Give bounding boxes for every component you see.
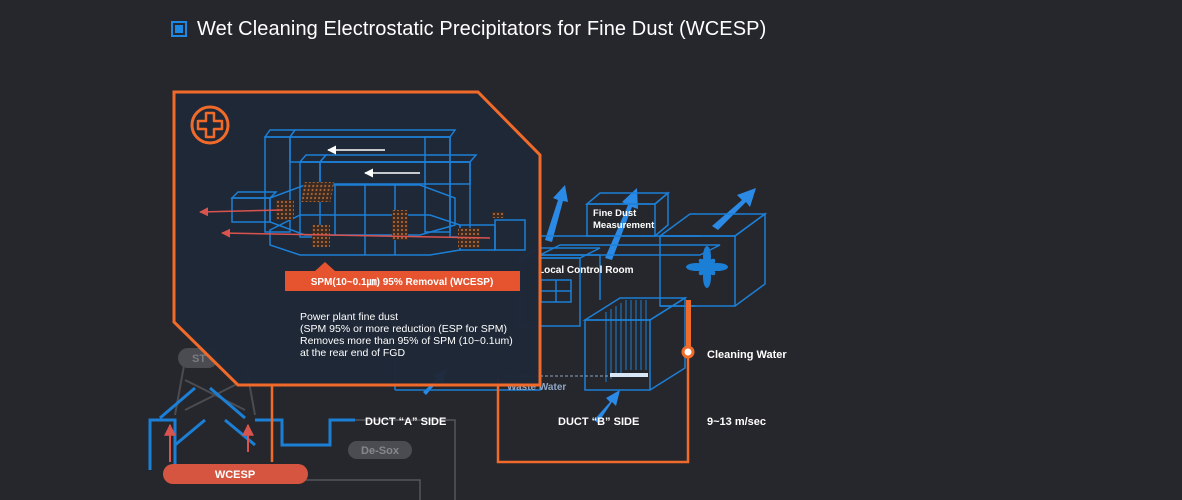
waste-water-tray xyxy=(610,373,648,377)
page-header: Wet Cleaning Electrostatic Precipitators… xyxy=(171,14,766,44)
exhaust-arrow-3 xyxy=(712,188,756,230)
flow-arrow-red-2 xyxy=(221,228,491,239)
cleaning-water-pipe xyxy=(686,300,691,350)
fan-icon xyxy=(686,246,728,288)
description-line-1: Power plant fine dust xyxy=(300,311,398,323)
page-title: Wet Cleaning Electrostatic Precipitators… xyxy=(197,17,767,40)
stack-label: ST xyxy=(192,353,206,365)
electrode-section-1 xyxy=(276,200,294,220)
removal-banner: SPM(10~0.1㎛) 95% Removal (WCESP) xyxy=(285,262,520,291)
local-control-room-label: Local Control Room xyxy=(538,265,634,276)
electrode-section-2 xyxy=(300,182,334,202)
description-line-3: Removes more than 95% of SPM (10~0.1um) xyxy=(300,335,513,347)
precipitator-illustration xyxy=(230,129,526,256)
duct-a-label: DUCT “A” SIDE xyxy=(365,416,446,428)
electrode-section-3 xyxy=(312,225,330,247)
callout-description: Power plant fine dust (SPM 95% or more r… xyxy=(300,311,513,359)
electrode-section-4 xyxy=(392,210,408,240)
fine-dust-measurement-label-2: Measurement xyxy=(593,220,655,231)
stack-frame xyxy=(148,386,355,470)
waste-water-label: Waste Water xyxy=(507,382,566,393)
fine-dust-measurement-label-1: Fine Dust xyxy=(593,208,637,219)
flow-arrow-red-1 xyxy=(199,207,283,217)
cleaning-water-loop xyxy=(496,357,690,464)
cleaning-water-label: Cleaning Water xyxy=(707,349,787,361)
description-line-2: (SPM 95% or more reduction (ESP for SPM) xyxy=(300,323,507,335)
de-sox-label: De-Sox xyxy=(361,445,400,457)
window-icon xyxy=(540,279,572,303)
removal-banner-text: SPM(10~0.1㎛) 95% Removal (WCESP) xyxy=(311,277,494,288)
exhaust-arrow-1 xyxy=(545,185,568,242)
duct-b-label: DUCT “B” SIDE xyxy=(558,416,639,428)
speed-label: 9~13 m/sec xyxy=(707,416,766,428)
electrode-section-6 xyxy=(492,212,504,218)
gray-pipes xyxy=(300,419,456,500)
wcesp-label: WCESP xyxy=(215,469,255,481)
cleaning-water-node xyxy=(681,345,695,359)
square-bullet-icon xyxy=(171,21,187,37)
inlet-arrow-b xyxy=(594,390,620,423)
plus-circle-icon xyxy=(190,105,230,145)
electrode-grate xyxy=(605,300,647,382)
exhaust-arrow-2 xyxy=(605,188,638,260)
de-sox-badge xyxy=(348,441,412,459)
wcesp-badge xyxy=(163,464,308,484)
callout-panel: SPM(10~0.1㎛) 95% Removal (WCESP) Power p… xyxy=(172,90,542,387)
description-line-4: at the rear end of FGD xyxy=(300,347,405,359)
